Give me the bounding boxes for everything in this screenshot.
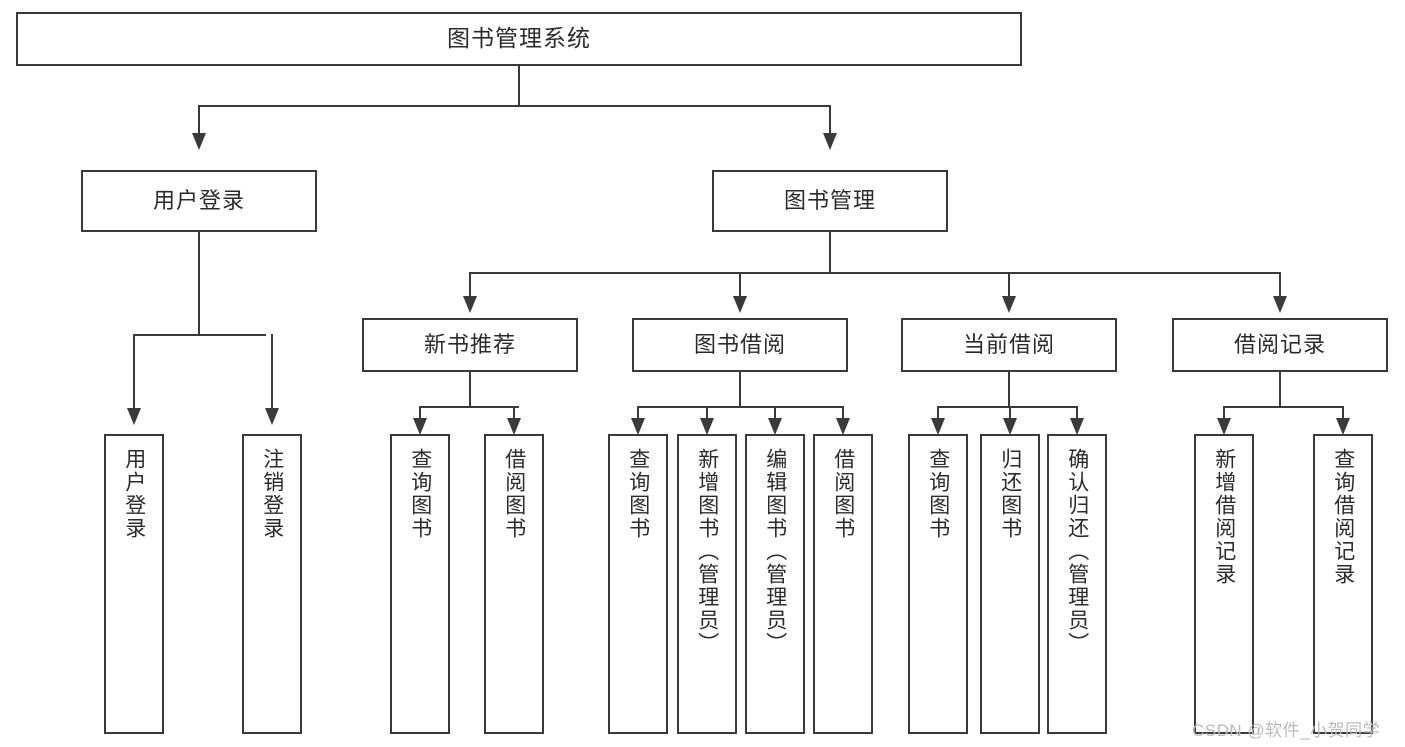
node-label: 查询图书 (408, 448, 432, 540)
arrow-icon (1070, 418, 1084, 435)
node-label: 借阅图书 (502, 448, 526, 540)
arrow-icon (1003, 418, 1017, 435)
arrow-icon (192, 133, 206, 150)
connector-bookborrow-drop-4 (842, 406, 844, 420)
node-label: 用户登录 (152, 187, 245, 213)
connector-currentborrow-drop-1 (937, 406, 939, 420)
connector-borrowrecord-drop-2 (1342, 406, 1344, 420)
node-label: 归还图书 (998, 448, 1022, 540)
connector-userlogin-bus (133, 334, 266, 336)
connector-newbook-drop-2 (513, 406, 515, 420)
connector-userlogin-drop-2 (271, 334, 273, 410)
connector-root-bus (198, 105, 830, 107)
node-label: 查询图书 (626, 448, 650, 540)
connector-currentborrow-stem (1008, 372, 1010, 408)
arrow-icon (768, 418, 782, 435)
node-label: 注销登录 (260, 448, 284, 540)
arrow-icon (265, 408, 279, 425)
connector-currentborrow-bus (937, 406, 1077, 408)
node-label: 查询图书 (926, 448, 950, 540)
node-label: 新书推荐 (423, 331, 516, 357)
connector-root-drop-2 (829, 105, 831, 135)
arrow-icon (823, 133, 837, 150)
node-label: 新增借阅记录 (1212, 448, 1236, 586)
arrow-icon (836, 418, 850, 435)
leaf-query-book-borrow[interactable]: 查询图书 (608, 434, 668, 734)
node-new-book-recommend[interactable]: 新书推荐 (362, 318, 578, 372)
leaf-add-borrow-record[interactable]: 新增借阅记录 (1194, 434, 1254, 734)
arrow-icon (631, 418, 645, 435)
connector-bookmgmt-drop-1 (469, 272, 471, 298)
connector-borrowrecord-bus (1223, 406, 1343, 408)
node-label: 用户登录 (122, 448, 146, 540)
arrow-icon (1336, 418, 1350, 435)
leaf-borrow-book-newbook[interactable]: 借阅图书 (484, 434, 544, 734)
node-label: 编辑图书（管理员） (763, 448, 787, 655)
leaf-add-book-admin[interactable]: 新增图书（管理员） (677, 434, 737, 734)
connector-root-drop-1 (198, 105, 200, 135)
connector-bookmgmt-stem (829, 232, 831, 274)
arrow-icon (463, 296, 477, 313)
node-root-system[interactable]: 图书管理系统 (16, 12, 1022, 66)
node-current-borrow[interactable]: 当前借阅 (901, 318, 1117, 372)
node-user-login[interactable]: 用户登录 (81, 170, 317, 232)
connector-newbook-bus (419, 406, 519, 408)
node-label: 借阅记录 (1233, 331, 1326, 357)
connector-userlogin-stem (198, 232, 200, 336)
connector-bookborrow-drop-2 (706, 406, 708, 420)
connector-root-stem (518, 66, 520, 106)
arrow-icon (1002, 296, 1016, 313)
node-label: 新增图书（管理员） (695, 448, 719, 655)
leaf-borrow-book[interactable]: 借阅图书 (813, 434, 873, 734)
node-label: 查询借阅记录 (1331, 448, 1355, 586)
arrow-icon (733, 296, 747, 313)
connector-currentborrow-drop-3 (1076, 406, 1078, 420)
connector-bookborrow-bus (637, 406, 844, 408)
node-label: 借阅图书 (831, 448, 855, 540)
arrow-icon (413, 418, 427, 435)
node-label: 图书借阅 (693, 331, 786, 357)
leaf-edit-book-admin[interactable]: 编辑图书（管理员） (745, 434, 805, 734)
arrow-icon (127, 408, 141, 425)
connector-bookborrow-drop-1 (637, 406, 639, 420)
arrow-icon (700, 418, 714, 435)
connector-bookmgmt-drop-4 (1279, 272, 1281, 298)
connector-bookborrow-drop-3 (774, 406, 776, 420)
connector-bookmgmt-bus (469, 272, 1281, 274)
node-book-borrow[interactable]: 图书借阅 (632, 318, 848, 372)
node-label: 当前借阅 (962, 331, 1055, 357)
leaf-query-borrow-record[interactable]: 查询借阅记录 (1313, 434, 1373, 734)
leaf-query-book-current[interactable]: 查询图书 (908, 434, 968, 734)
leaf-user-login[interactable]: 用户登录 (104, 434, 164, 734)
leaf-logout[interactable]: 注销登录 (242, 434, 302, 734)
arrow-icon (931, 418, 945, 435)
node-label: 确认归还（管理员） (1065, 448, 1089, 655)
leaf-confirm-return-admin[interactable]: 确认归还（管理员） (1047, 434, 1107, 734)
node-label: 图书管理 (783, 187, 876, 213)
connector-bookmgmt-drop-2 (739, 272, 741, 298)
connector-newbook-drop-1 (419, 406, 421, 420)
node-book-management[interactable]: 图书管理 (712, 170, 948, 232)
connector-bookmgmt-drop-3 (1008, 272, 1010, 298)
connector-currentborrow-drop-2 (1009, 406, 1011, 420)
connector-newbook-stem (469, 372, 471, 408)
node-label: 图书管理系统 (447, 25, 591, 52)
arrow-icon (1273, 296, 1287, 313)
leaf-return-book[interactable]: 归还图书 (980, 434, 1040, 734)
connector-bookborrow-stem (739, 372, 741, 408)
arrow-icon (507, 418, 521, 435)
node-borrow-record[interactable]: 借阅记录 (1172, 318, 1388, 372)
arrow-icon (1217, 418, 1231, 435)
connector-userlogin-drop-1 (133, 334, 135, 410)
leaf-query-book-newbook[interactable]: 查询图书 (390, 434, 450, 734)
connector-borrowrecord-drop-1 (1223, 406, 1225, 420)
connector-borrowrecord-stem (1279, 372, 1281, 408)
